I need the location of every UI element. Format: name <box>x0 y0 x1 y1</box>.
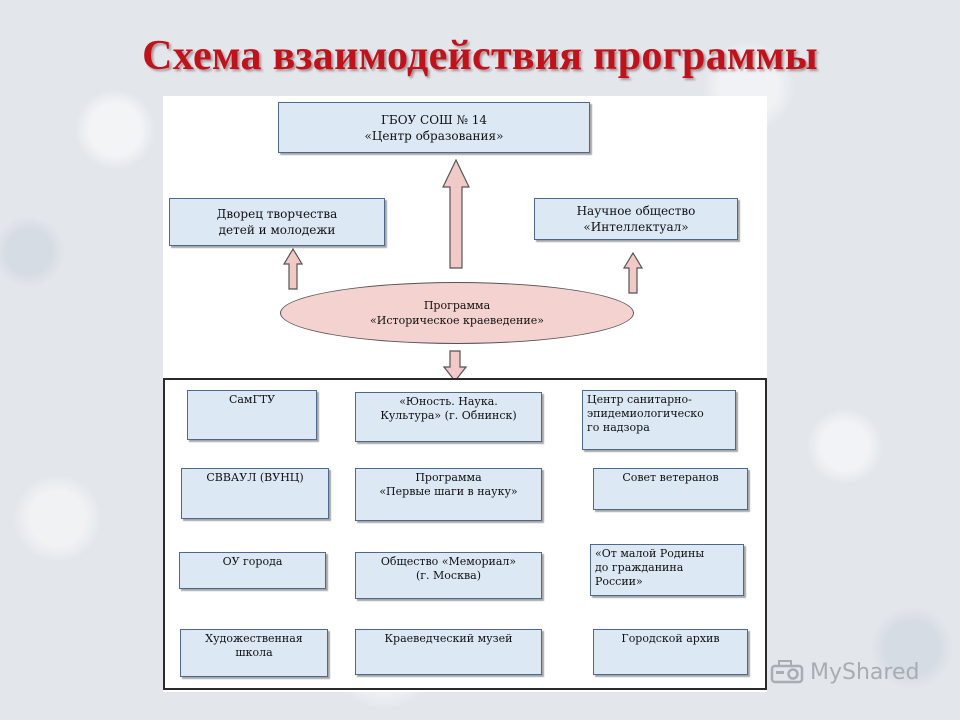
partner-box: Краеведческий музей <box>355 629 542 675</box>
watermark-text: MyShared <box>810 659 920 685</box>
school-box: ГБОУ СОШ № 14 «Центр образования» <box>278 102 590 153</box>
partner-box: СВВАУЛ (ВУНЦ) <box>181 468 329 519</box>
partner-box: Центр санитарно- эпидемиологическо го на… <box>582 390 736 450</box>
partner-box: СамГТУ <box>187 390 317 440</box>
watermark: MyShared <box>770 658 919 686</box>
slide-title: Схема взаимодействия программы <box>142 33 818 79</box>
interaction-diagram: ГБОУ СОШ № 14 «Центр образования» Дворец… <box>163 96 767 692</box>
partner-box: ОУ города <box>179 552 326 589</box>
partner-box: «Юность. Наука. Культура» (г. Обнинск) <box>355 392 542 442</box>
partner-box: «От малой Родины до гражданина России» <box>590 544 744 596</box>
arrow-down-icon <box>443 350 467 382</box>
partner-box: Программа «Первые шаги в науку» <box>355 468 542 521</box>
science-society-box: Научное общество «Интеллектуал» <box>534 198 738 240</box>
arrow-up-left-icon <box>283 248 303 290</box>
arrow-up-right-icon <box>623 252 643 294</box>
partner-box: Общество «Мемориал» (г. Москва) <box>355 552 542 599</box>
projector-icon <box>770 658 804 686</box>
partner-box: Совет ветеранов <box>593 468 748 510</box>
program-oval: Программа «Историческое краеведение» <box>280 282 634 344</box>
arrow-up-center-icon <box>442 159 470 269</box>
partner-box: Городской архив <box>593 629 748 675</box>
partner-box: Художественная школа <box>180 629 328 677</box>
palace-box: Дворец творчества детей и молодежи <box>169 198 385 246</box>
